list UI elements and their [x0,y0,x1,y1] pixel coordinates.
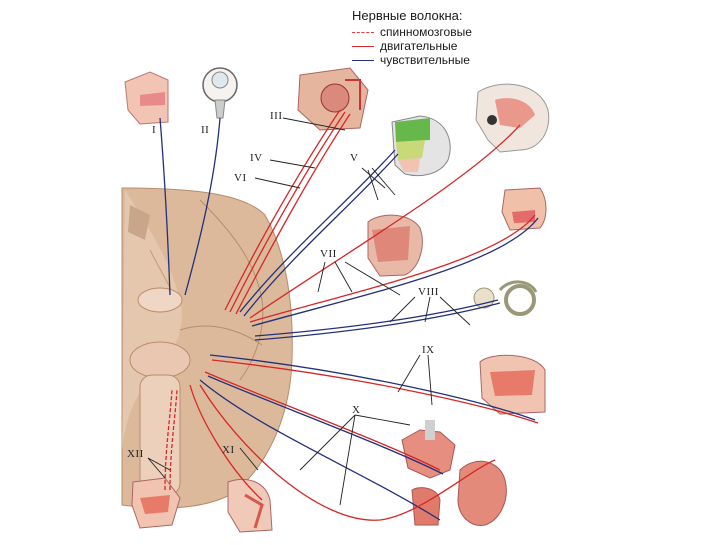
nerve-label-iv: IV [250,152,263,164]
skull-illustration [476,84,549,152]
nerve-label-xii: XII [127,448,144,460]
nerve-label-ii: II [201,124,209,136]
head-dermatome-illustration [392,116,450,176]
nerve-label-iii: III [270,110,283,122]
legend-item-label: двигательные [380,39,457,53]
nose-illustration [125,72,168,124]
legend-item-spinal: спинномозговые [352,25,527,39]
thoracic-organs-illustration [402,420,506,525]
tongue-illustration [502,188,546,230]
eye-illustration [203,68,237,118]
nerve-label-ix: IX [422,344,435,356]
legend-item-label: спинномозговые [380,25,472,39]
nerve-label-v: V [350,152,358,164]
legend-item-motor: двигательные [352,39,527,53]
legend-title: Нервные волокна: [352,8,527,24]
red-line-swatch [352,46,374,47]
legend-item-label: чувствительные [380,53,470,67]
nerve-label-vii: VII [320,248,337,260]
nerve-label-vi: VI [234,172,247,184]
dashed-line-swatch [352,32,374,33]
face-muscles-illustration [368,215,422,276]
inner-ear-illustration [474,282,536,314]
legend-item-sensory: чувствительные [352,53,527,67]
legend: Нервные волокна: спинномозговые двигател… [352,8,527,67]
nerve-label-i: I [152,124,156,136]
nerve-label-xi: XI [222,444,235,456]
nerve-label-x: X [352,404,360,416]
brain-base-illustration [122,188,292,508]
nerve-label-viii: VIII [418,286,439,298]
blue-line-swatch [352,60,374,61]
